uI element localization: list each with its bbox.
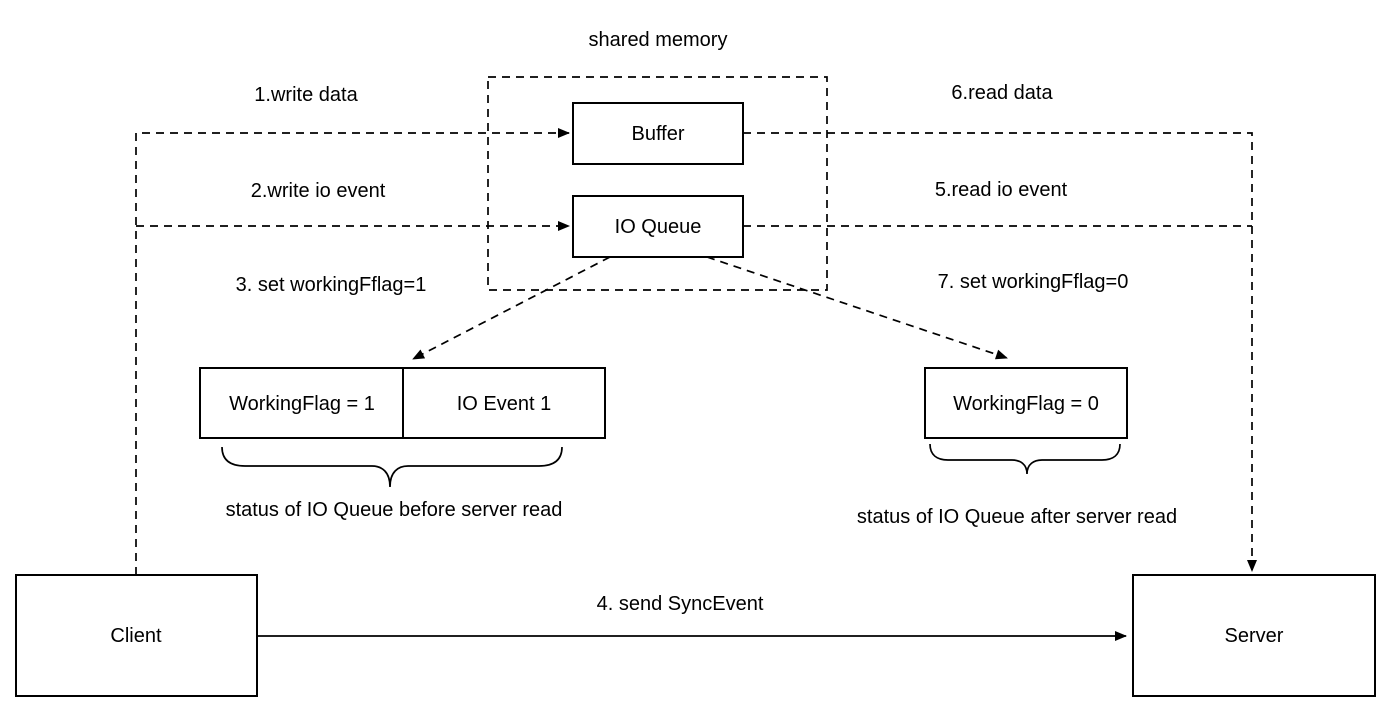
client-node	[15, 574, 258, 697]
edge-client-write-data	[135, 128, 570, 575]
client-node-label: Client	[110, 625, 162, 647]
diagram-title: shared memory	[589, 29, 728, 51]
edge-label-step2: 2.write io event	[251, 180, 386, 202]
edge-label-step5: 5.read io event	[935, 179, 1068, 201]
before-status-caption: status of IO Queue before server read	[226, 499, 563, 521]
after-status-box	[924, 367, 1128, 439]
io-queue-node	[572, 195, 744, 258]
io-event-1-label: IO Event 1	[457, 393, 552, 415]
buffer-node-label: Buffer	[632, 123, 685, 145]
edge-label-step4: 4. send SyncEvent	[597, 593, 764, 615]
after-status-caption: status of IO Queue after server read	[857, 506, 1177, 528]
shared-memory-region	[487, 76, 828, 291]
working-flag-0-label: WorkingFlag = 0	[953, 393, 1099, 415]
working-flag-1-label: WorkingFlag = 1	[229, 393, 375, 415]
before-status-brace	[221, 446, 563, 488]
edge-label-step3: 3. set workingFflag=1	[236, 274, 427, 296]
server-node-label: Server	[1225, 625, 1284, 647]
edge-label-step6: 6.read data	[951, 82, 1053, 104]
buffer-node	[572, 102, 744, 165]
edge-label-step1: 1.write data	[254, 84, 358, 106]
edge-read-data-to-server	[743, 132, 1257, 572]
after-status-brace	[929, 443, 1121, 475]
edge-label-step7: 7. set workingFflag=0	[938, 271, 1129, 293]
edge-ioqueue-to-after-status	[706, 256, 1008, 360]
server-node	[1132, 574, 1376, 697]
io-queue-node-label: IO Queue	[615, 216, 702, 238]
edge-ioqueue-to-before-status	[412, 256, 611, 360]
